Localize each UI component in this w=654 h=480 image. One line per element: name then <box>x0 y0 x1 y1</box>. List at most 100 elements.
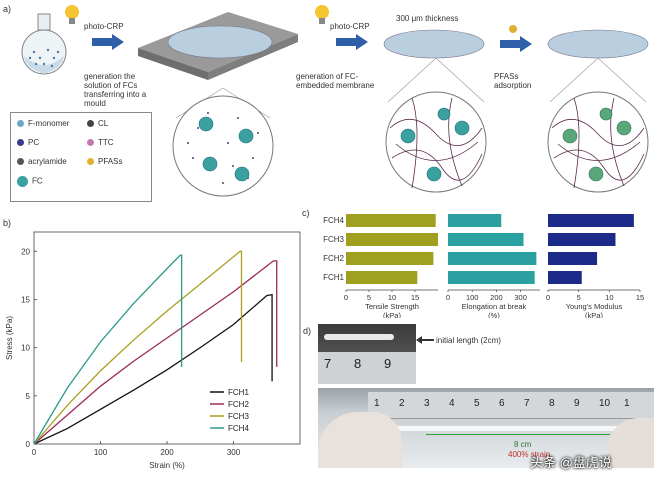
x-tick-label: 15 <box>636 293 644 302</box>
legend-marker-icon <box>87 120 94 128</box>
legend-label: FC <box>32 176 43 186</box>
x-tick-label: 0 <box>344 293 348 302</box>
ruler-number: 2 <box>399 398 405 409</box>
y-tick-label: 0 <box>26 440 31 449</box>
bar <box>548 252 598 265</box>
bar <box>548 233 616 246</box>
y-tick-label: 5 <box>26 392 31 401</box>
bar <box>448 233 524 246</box>
x-tick-label: 10 <box>605 293 613 302</box>
small-ruler: 7 8 9 <box>318 352 416 384</box>
mould-illustration <box>138 12 298 80</box>
sample-strip <box>324 334 394 340</box>
legend-label: acrylamide <box>28 157 67 166</box>
group-unit: (kPa) <box>585 311 603 318</box>
solution-zoom-circle <box>172 88 274 197</box>
x-tick-label: 100 <box>94 448 108 457</box>
series-line <box>33 293 273 445</box>
legend-label: PC <box>28 138 40 147</box>
step3-notes: PFASs adsorption <box>494 72 554 90</box>
step1-label: photo-CRP <box>84 22 124 31</box>
legend-marker-icon <box>17 139 24 147</box>
bar <box>448 214 502 227</box>
row-label: FCH2 <box>323 254 344 263</box>
ruler-number: 1 <box>374 398 380 409</box>
finger-right <box>608 418 654 468</box>
length-bracket <box>426 434 610 435</box>
legend-item: FC <box>17 176 43 187</box>
ruler-number: 7 <box>324 356 332 371</box>
legend-label: CL <box>98 119 109 128</box>
legend-marker-icon <box>87 158 94 166</box>
bar <box>448 252 537 265</box>
series-line <box>33 254 183 445</box>
legend-marker-icon <box>17 120 24 128</box>
x-tick-label: 300 <box>514 293 527 302</box>
legend-item: PFASs <box>87 157 122 166</box>
bar <box>346 271 418 284</box>
step1-notes: generation the solution of FCs transferr… <box>84 72 164 108</box>
adsorbed-zoom-circle <box>547 58 649 193</box>
x-axis-label: Strain (%) <box>149 461 185 470</box>
bar <box>346 214 436 227</box>
step3-note: PFASs adsorption <box>494 72 532 90</box>
ruler-number: 10 <box>599 398 611 409</box>
row-label: FCH1 <box>323 273 344 282</box>
ruler-number: 5 <box>474 398 480 409</box>
legend-label: FCH3 <box>228 412 249 421</box>
legend-marker-icon <box>17 176 28 187</box>
ruler-number: 3 <box>424 398 430 409</box>
initial-length-label: initial length (2cm) <box>436 336 501 345</box>
arrow-right-icon <box>92 34 124 50</box>
arrow-right-icon <box>500 36 532 52</box>
step2-note: generation of FC-embedded membrane <box>296 72 375 90</box>
photo-initial: 7 8 9 <box>318 324 416 384</box>
x-tick-label: 10 <box>388 293 396 302</box>
ruler-number: 6 <box>499 398 505 409</box>
legend-item: acrylamide <box>17 157 67 166</box>
x-tick-label: 300 <box>227 448 241 457</box>
legend-item: CL <box>87 119 108 128</box>
x-tick-label: 200 <box>490 293 503 302</box>
thickness-label: 300 μm thickness <box>396 14 459 23</box>
panel-b-letter: b) <box>3 218 12 228</box>
group-unit: (%) <box>488 311 500 318</box>
light-bulb-icon <box>65 5 79 24</box>
group-title: Elongation at break <box>462 302 527 311</box>
ruler-number: 8 <box>549 398 555 409</box>
legend-marker-icon <box>87 139 94 147</box>
x-tick-label: 200 <box>160 448 174 457</box>
group-unit: (kPa) <box>383 311 401 318</box>
panel-d-letter: d) <box>303 326 312 336</box>
x-tick-label: 0 <box>446 293 450 302</box>
x-tick-label: 0 <box>546 293 550 302</box>
membrane-zoom-circle <box>385 58 487 193</box>
finger-left <box>318 412 402 468</box>
x-tick-label: 0 <box>32 448 37 457</box>
y-tick-label: 15 <box>21 295 30 304</box>
row-label: FCH4 <box>323 216 344 225</box>
step2-notes: generation of FC-embedded membrane <box>296 72 376 90</box>
legend-item: PC <box>17 138 39 147</box>
legend-label: F-monomer <box>28 119 70 128</box>
x-tick-label: 100 <box>466 293 479 302</box>
bar <box>448 271 535 284</box>
x-tick-label: 5 <box>367 293 371 302</box>
legend-label: FCH4 <box>228 424 249 433</box>
step2-label: photo-CRP <box>330 22 370 31</box>
light-bulb-icon <box>315 5 329 24</box>
pfas-drop-icon <box>509 25 517 33</box>
watermark: 头条 @盘虎说 <box>530 455 612 470</box>
strain-label: 400% strain <box>508 450 551 459</box>
ruler-number: 7 <box>524 398 530 409</box>
series-line <box>33 260 278 445</box>
legend-label: PFASs <box>98 157 123 166</box>
flask-illustration <box>21 13 67 75</box>
panel-c-letter: c) <box>302 208 310 218</box>
step1-note: generation the solution of FCs <box>84 72 138 90</box>
legend-label: TTC <box>98 138 114 147</box>
